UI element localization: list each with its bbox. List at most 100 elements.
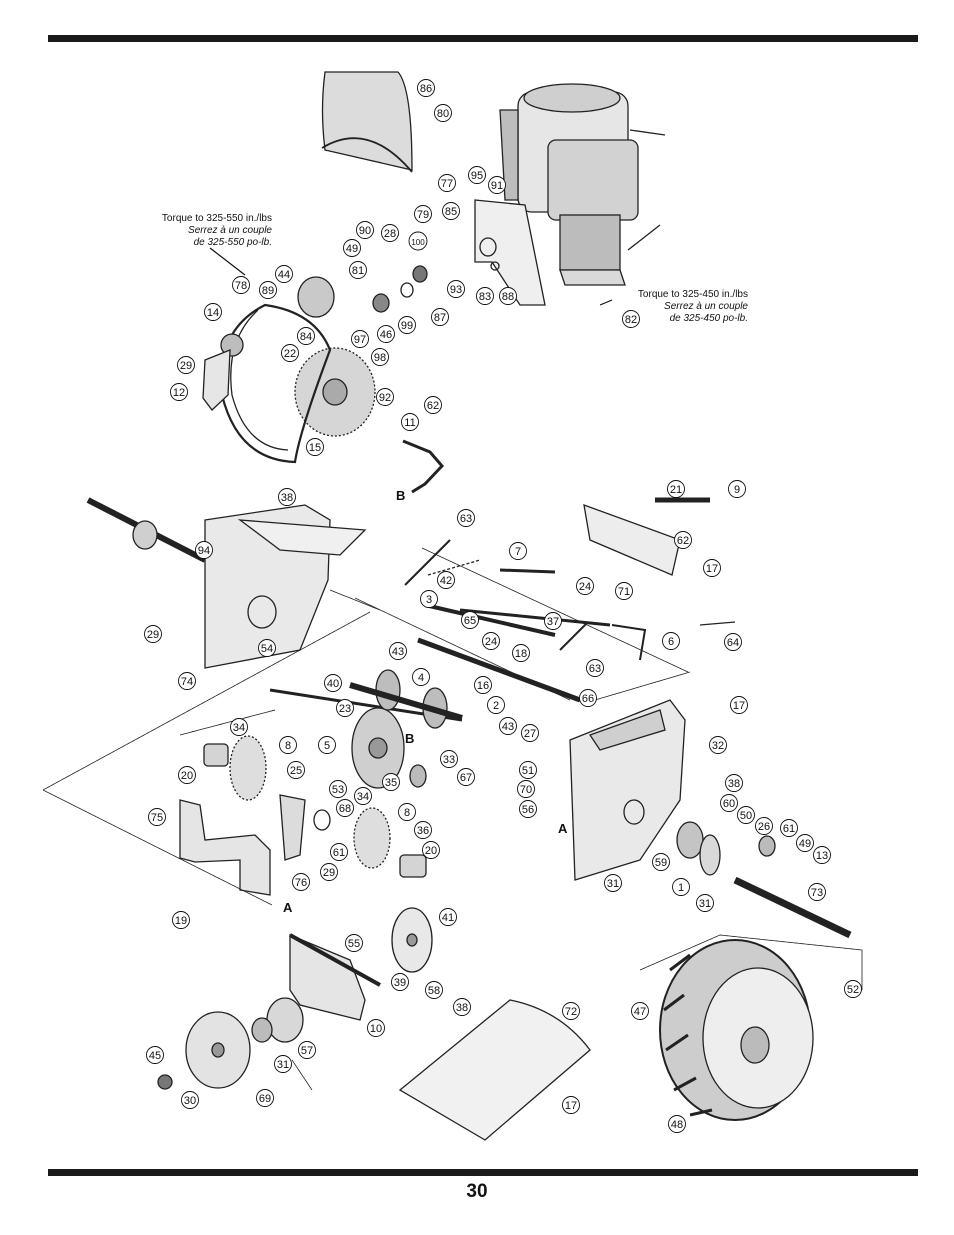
callout-circle bbox=[579, 689, 597, 707]
part-callout-88: 88 bbox=[499, 287, 517, 305]
callout-circle bbox=[499, 717, 517, 735]
callout-circle bbox=[414, 205, 432, 223]
part-callout-9: 9 bbox=[728, 480, 746, 498]
callout-label: 99 bbox=[401, 320, 413, 332]
part-callout-38: 38 bbox=[453, 998, 471, 1016]
callout-label: 86 bbox=[420, 83, 432, 95]
callout-label: 97 bbox=[354, 334, 366, 346]
callout-circle bbox=[604, 874, 622, 892]
callout-circle bbox=[562, 1002, 580, 1020]
callout-label: 8 bbox=[285, 740, 291, 752]
torque-note-left-fr1: Serrez à un couple bbox=[188, 225, 272, 236]
callout-circle bbox=[170, 383, 188, 401]
callout-circle bbox=[703, 559, 721, 577]
part-callout-3: 3 bbox=[420, 590, 438, 608]
callout-circle bbox=[146, 1046, 164, 1064]
part-callout-95: 95 bbox=[468, 166, 486, 184]
callout-circle bbox=[730, 696, 748, 714]
callout-circle bbox=[780, 819, 798, 837]
callout-circle bbox=[439, 908, 457, 926]
part-callout-93: 93 bbox=[447, 280, 465, 298]
part-callout-17: 17 bbox=[562, 1096, 580, 1114]
callout-label: 22 bbox=[284, 348, 296, 360]
top-rule bbox=[48, 35, 918, 42]
callout-label: 38 bbox=[281, 492, 293, 504]
callout-circle bbox=[412, 668, 430, 686]
callout-circle bbox=[631, 1002, 649, 1020]
callout-circle bbox=[336, 699, 354, 717]
torque-note-right-fr2: de 325-450 po-lb. bbox=[669, 313, 748, 324]
callout-circle bbox=[398, 803, 416, 821]
letter-b-upper: B bbox=[396, 488, 405, 503]
callout-circle bbox=[297, 327, 315, 345]
part-callout-83: 83 bbox=[476, 287, 494, 305]
callout-label: 41 bbox=[442, 912, 454, 924]
callout-circle bbox=[728, 480, 746, 498]
part-callout-49: 49 bbox=[343, 239, 361, 257]
part-callout-80: 80 bbox=[434, 104, 452, 122]
lower-bracket bbox=[179, 794, 331, 896]
callout-circle bbox=[468, 166, 486, 184]
callout-label: 52 bbox=[847, 984, 859, 996]
callout-circle bbox=[442, 202, 460, 220]
callout-label: 39 bbox=[394, 977, 406, 989]
torque-note-right: Torque to 325-450 in./lbs Serrez à un co… bbox=[612, 289, 748, 325]
callout-circle bbox=[672, 878, 690, 896]
torque-note-left-en: Torque to 325-550 in./lbs bbox=[161, 213, 272, 224]
part-callout-51: 51 bbox=[519, 761, 537, 779]
part-callout-14: 14 bbox=[204, 303, 222, 321]
callout-label: 38 bbox=[728, 778, 740, 790]
callout-circle bbox=[422, 841, 440, 859]
part-callout-82: 82 bbox=[622, 310, 640, 328]
callout-circle bbox=[437, 571, 455, 589]
part-callout-8: 8 bbox=[398, 803, 416, 821]
callout-circle bbox=[382, 773, 400, 791]
callout-circle bbox=[349, 261, 367, 279]
part-callout-71: 71 bbox=[615, 582, 633, 600]
callout-label: 92 bbox=[379, 392, 391, 404]
callout-label: 31 bbox=[277, 1059, 289, 1071]
letter-a-lower: A bbox=[283, 900, 293, 915]
callout-label: 6 bbox=[668, 636, 674, 648]
callout-label: 31 bbox=[699, 898, 711, 910]
callout-circle bbox=[177, 356, 195, 374]
callout-circle bbox=[808, 883, 826, 901]
engine-plate bbox=[474, 199, 546, 306]
part-callout-31: 31 bbox=[604, 874, 622, 892]
callout-label: 17 bbox=[565, 1100, 577, 1112]
callout-label: 26 bbox=[758, 821, 770, 833]
callout-circle bbox=[512, 644, 530, 662]
callout-circle bbox=[230, 718, 248, 736]
callout-circle bbox=[279, 736, 297, 754]
guide-lines bbox=[42, 547, 863, 1091]
part-callout-25: 25 bbox=[287, 761, 305, 779]
engine bbox=[499, 83, 666, 286]
callout-label: 64 bbox=[727, 637, 739, 649]
part-callout-97: 97 bbox=[351, 330, 369, 348]
part-callout-65: 65 bbox=[461, 611, 479, 629]
callout-circle bbox=[724, 633, 742, 651]
callout-label: 47 bbox=[634, 1006, 646, 1018]
part-callout-1: 1 bbox=[672, 878, 690, 896]
callout-label: 85 bbox=[445, 206, 457, 218]
part-callout-57: 57 bbox=[298, 1041, 316, 1059]
callout-circle bbox=[482, 632, 500, 650]
part-callout-62: 62 bbox=[424, 396, 442, 414]
right-frame-plate bbox=[569, 699, 852, 939]
part-callout-40: 40 bbox=[324, 674, 342, 692]
callout-label: 83 bbox=[479, 291, 491, 303]
callout-label: 18 bbox=[515, 648, 527, 660]
callout-circle bbox=[519, 800, 537, 818]
callout-label: 60 bbox=[723, 798, 735, 810]
part-callout-59: 59 bbox=[652, 853, 670, 871]
part-callout-84: 84 bbox=[297, 327, 315, 345]
callout-label: 2 bbox=[493, 700, 499, 712]
callout-label: 66 bbox=[582, 693, 594, 705]
callout-label: 30 bbox=[184, 1095, 196, 1107]
letter-b-lower: B bbox=[405, 731, 414, 746]
callout-circle bbox=[755, 817, 773, 835]
callout-circle bbox=[389, 642, 407, 660]
callout-label: 49 bbox=[799, 838, 811, 850]
callout-circle bbox=[562, 1096, 580, 1114]
